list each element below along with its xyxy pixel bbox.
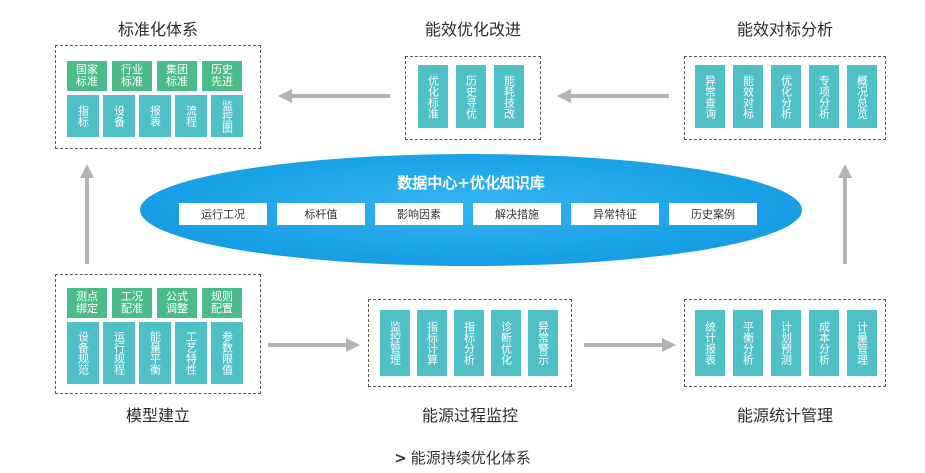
chevron-right-icon: >: [394, 449, 407, 467]
knowledge-pill: 标杆值: [277, 203, 365, 225]
standard-bottom-tile: 报表: [139, 95, 171, 137]
standard-top-tile: 集团 标准: [157, 61, 197, 91]
model-top-tile: 公式 调整: [157, 288, 197, 318]
standard-system-title: 标准化体系: [117, 20, 198, 39]
standard-top-tile: 历史 先进: [202, 61, 242, 91]
arrow-model-to-monitor-icon: [268, 338, 360, 352]
benchmark-tile: 概况总览: [847, 65, 877, 128]
benchmark-tile: 能效对标: [733, 65, 763, 128]
data-center-title: 数据中心+优化知识库: [397, 174, 545, 192]
model-bottom-tile: 设备规范: [67, 322, 99, 384]
monitor-tile: 诊断优化: [491, 310, 521, 376]
benchmark-tile: 异常查询: [695, 65, 725, 128]
benchmark-tile: 专项分析: [809, 65, 839, 128]
optimize-tile: 历史寻优: [456, 65, 486, 128]
monitor-tile: 监控管理: [380, 310, 410, 376]
benchmark-title: 能效对标分析: [736, 20, 833, 39]
model-bottom-tile: 工艺特性: [175, 322, 207, 384]
model-top-tile: 工况 配准: [112, 288, 152, 318]
monitor-title: 能源过程监控: [421, 406, 518, 425]
stats-tile: 成本分析: [809, 310, 839, 376]
knowledge-pill: 影响因素: [375, 203, 463, 225]
monitor-tile: 指标分析: [454, 310, 484, 376]
model-bottom-tile: 运行规程: [103, 322, 135, 384]
stats-title: 能源统计管理: [736, 406, 833, 425]
model-title: 模型建立: [125, 406, 190, 425]
optimize-tile: 优化标准: [418, 65, 448, 128]
stats-tile: 计量管理: [847, 310, 877, 376]
standard-bottom-tile: 指标: [67, 95, 99, 137]
model-top-tile: 测点 绑定: [67, 288, 107, 318]
standard-bottom-tile: 监控图: [211, 95, 243, 137]
knowledge-pill: 历史案例: [669, 203, 757, 225]
optimize-title: 能效优化改进: [424, 20, 521, 39]
knowledge-pill: 运行工况: [179, 203, 267, 225]
standard-top-tile: 行业 标准: [112, 61, 152, 91]
model-bottom-tile: 参数限值: [211, 322, 243, 384]
stats-tile: 计划预测: [771, 310, 801, 376]
model-top-tile: 规则 配置: [202, 288, 242, 318]
monitor-tile: 指标计算: [417, 310, 447, 376]
monitor-tile: 异常警示: [528, 310, 558, 376]
optimize-tile: 能耗技改: [494, 65, 524, 128]
stats-tile: 统计报表: [695, 310, 725, 376]
standard-bottom-tile: 设备: [103, 95, 135, 137]
standard-top-tile: 国家 标准: [67, 61, 107, 91]
footer-caption: >能源持续优化体系: [0, 447, 925, 468]
model-bottom-tile: 能量平衡: [139, 322, 171, 384]
stats-tile: 平衡分析: [733, 310, 763, 376]
benchmark-tile: 优化分析: [771, 65, 801, 128]
knowledge-pill: 异常特征: [571, 203, 659, 225]
arrow-benchmark-to-optimize-icon: [557, 89, 669, 103]
footer-label: 能源持续优化体系: [410, 449, 531, 467]
arrow-stats-to-benchmark-icon: [838, 164, 852, 264]
standard-bottom-tile: 流程: [175, 95, 207, 137]
arrow-optimize-to-standard-icon: [278, 89, 390, 103]
arrow-monitor-to-stats-icon: [584, 338, 676, 352]
knowledge-pill: 解决措施: [473, 203, 561, 225]
arrow-model-to-standard-icon: [80, 164, 94, 264]
